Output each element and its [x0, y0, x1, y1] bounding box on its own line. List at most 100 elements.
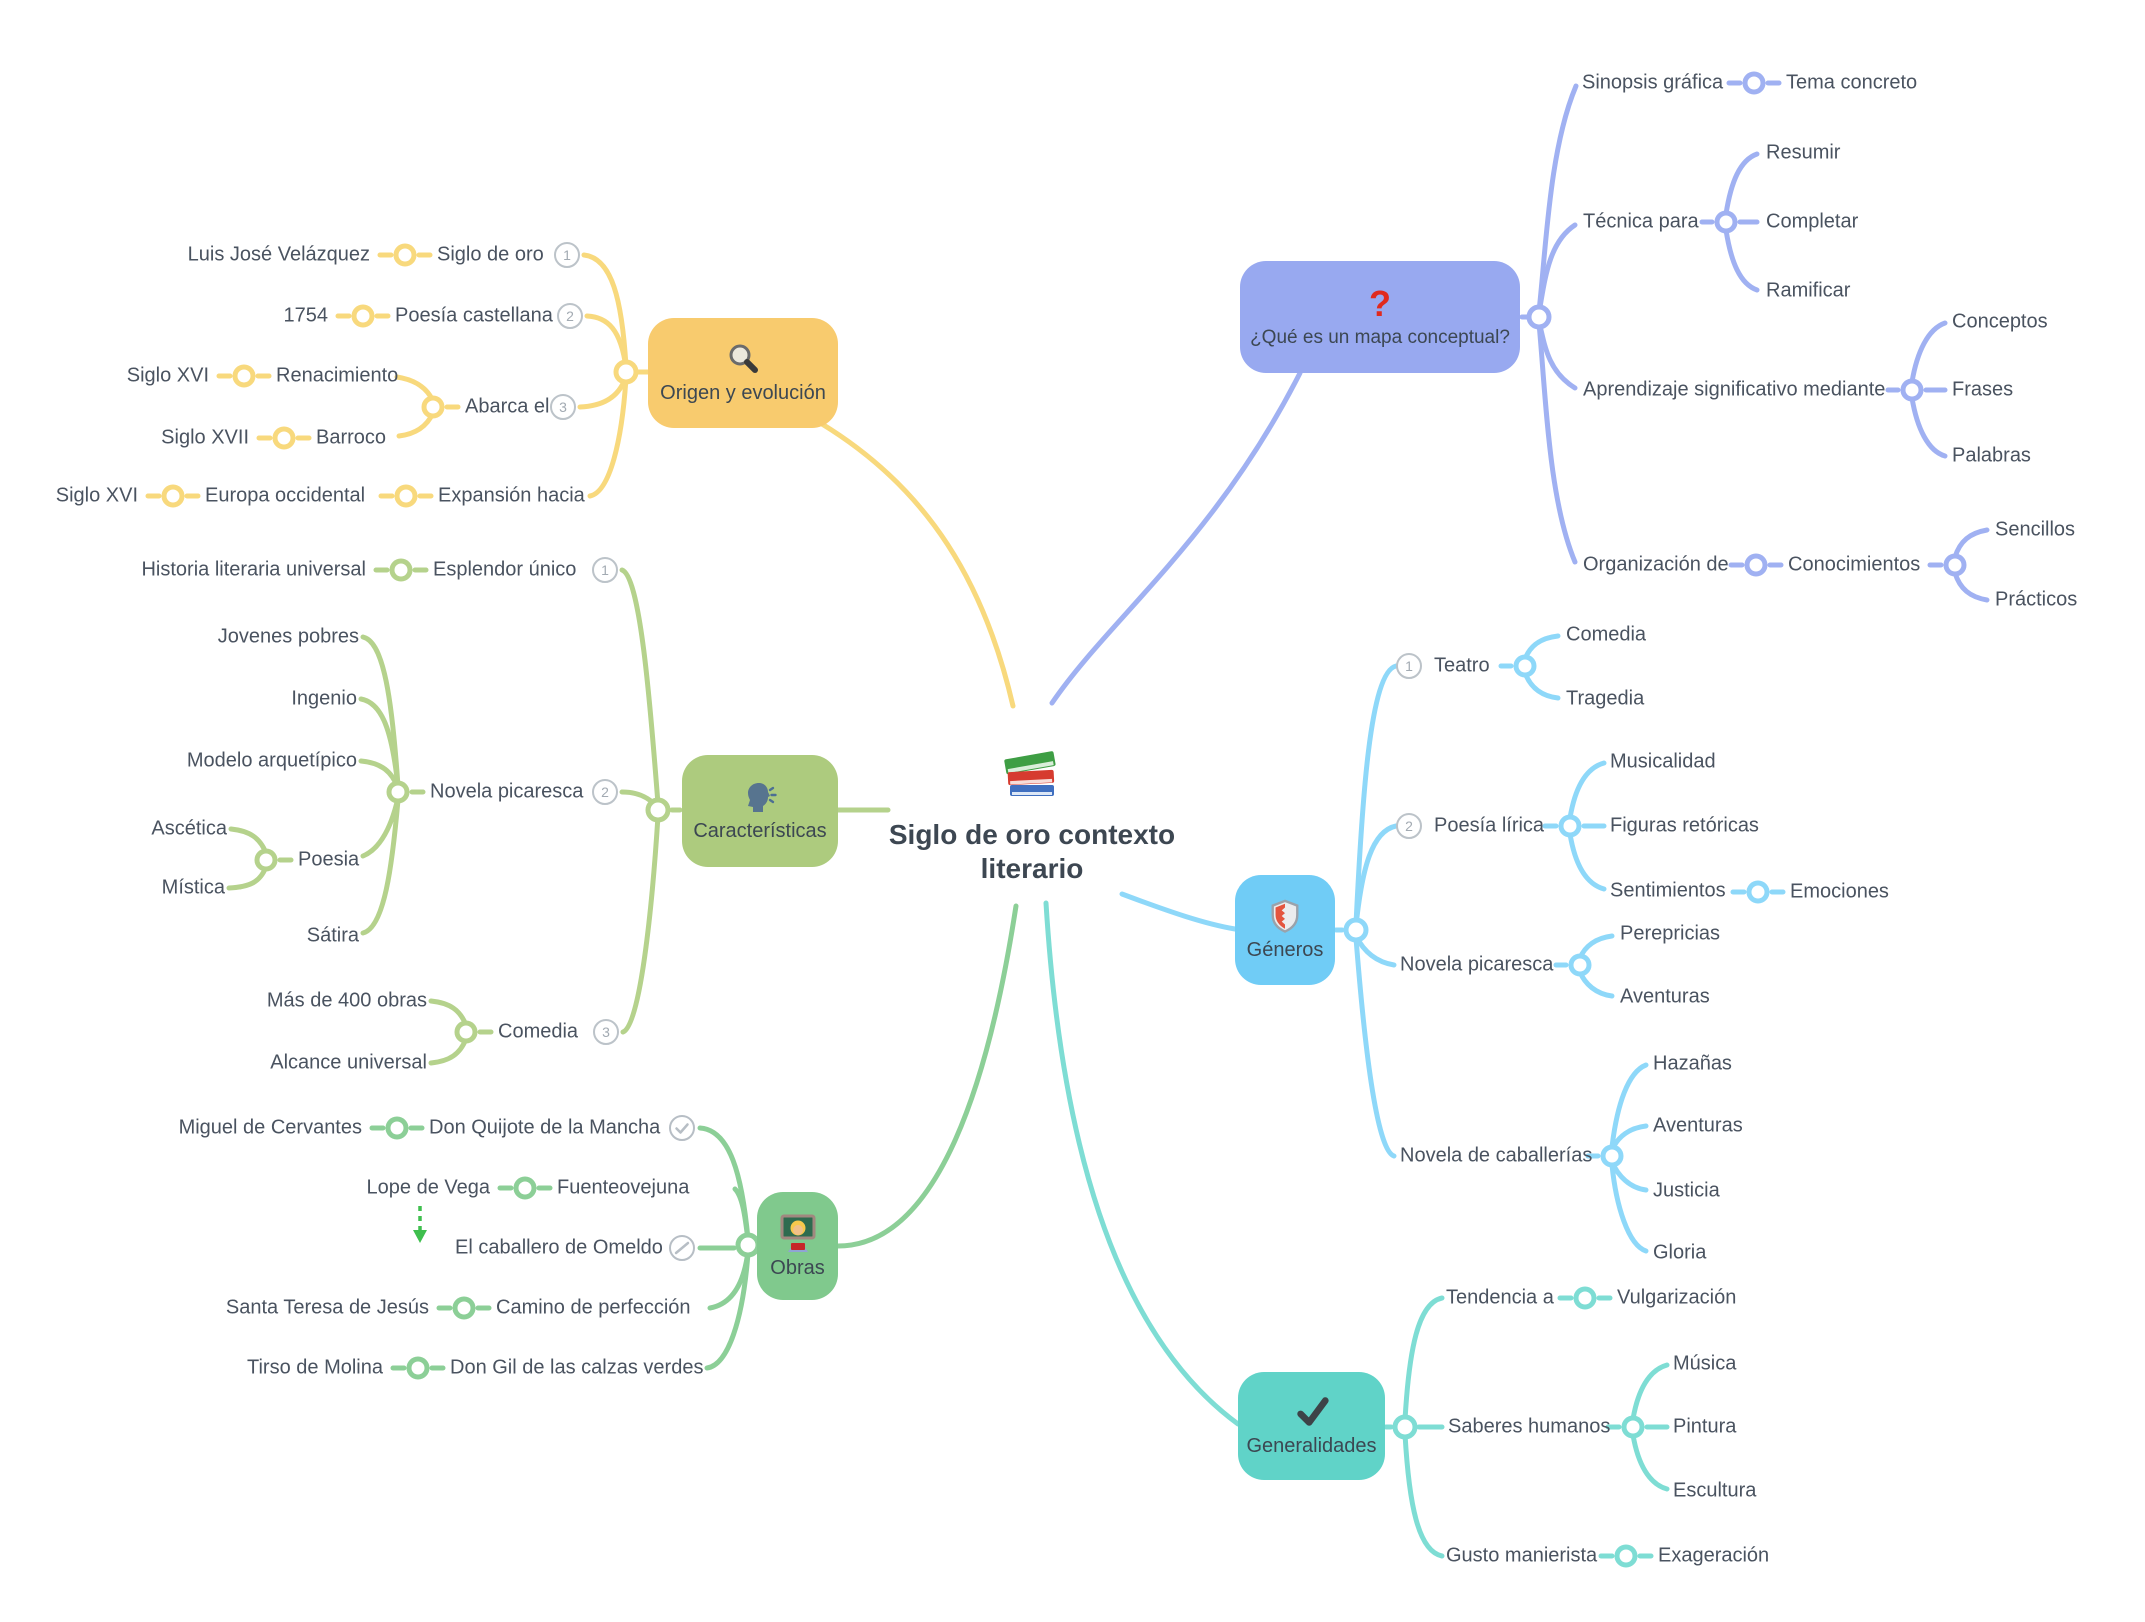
topic-sinopsis-grafica[interactable]: Sinopsis gráfica	[1582, 71, 1724, 94]
priority-badge-1: 1	[554, 242, 580, 268]
topic-figuras-retoricas[interactable]: Figuras retóricas	[1610, 814, 1759, 837]
priority-badge-2: 2	[592, 779, 618, 805]
topic-novela-picaresca-genero[interactable]: Novela picaresca	[1400, 953, 1554, 976]
magnifier-icon	[725, 341, 761, 377]
question-mark-icon: ?	[1369, 282, 1391, 324]
obras-branch-lines	[369, 903, 1019, 1380]
topic-teatro-comedia[interactable]: Comedia	[1566, 623, 1647, 646]
topic-aventuras-caballerias[interactable]: Aventuras	[1653, 1114, 1743, 1137]
topic-tecnica-para[interactable]: Técnica para	[1583, 210, 1699, 233]
topic-mistica[interactable]: Mística	[161, 876, 225, 899]
topic-miguel-de-cervantes[interactable]: Miguel de Cervantes	[178, 1116, 362, 1139]
topic-conocimientos[interactable]: Conocimientos	[1788, 553, 1921, 576]
topic-el-caballero-de-omeldo[interactable]: El caballero de Omeldo	[455, 1236, 663, 1259]
central-topic[interactable]: Siglo de oro contexto literario	[888, 819, 1176, 884]
topic-poesia-lirica[interactable]: Poesía lírica	[1434, 814, 1545, 837]
topic-practicos[interactable]: Prácticos	[1995, 588, 2078, 611]
priority-badge-3: 3	[593, 1019, 619, 1045]
topic-siglo-xvii[interactable]: Siglo XVII	[161, 426, 249, 449]
topic-tirso-de-molina[interactable]: Tirso de Molina	[247, 1356, 383, 1379]
priority-badge-1: 1	[1396, 653, 1422, 679]
topic-vulgarizacion[interactable]: Vulgarización	[1617, 1286, 1737, 1309]
topic-resumir[interactable]: Resumir	[1766, 141, 1841, 164]
topic-ascetica[interactable]: Ascética	[151, 817, 227, 840]
topic-gloria[interactable]: Gloria	[1653, 1241, 1707, 1264]
origen-branch-lines	[145, 243, 1016, 709]
node-mapa-conceptual[interactable]: ? ¿Qué es un mapa conceptual?	[1240, 261, 1520, 373]
topic-justicia[interactable]: Justicia	[1653, 1179, 1720, 1202]
topic-alcance-universal[interactable]: Alcance universal	[270, 1051, 427, 1074]
node-origen[interactable]: Origen y evolución	[648, 318, 838, 428]
topic-musicalidad[interactable]: Musicalidad	[1610, 750, 1716, 773]
topic-don-quijote[interactable]: Don Quijote de la Mancha	[429, 1116, 661, 1139]
topic-aventuras-picaresca[interactable]: Aventuras	[1620, 985, 1710, 1008]
topic-pintura[interactable]: Pintura	[1673, 1415, 1737, 1438]
topic-saberes-humanos[interactable]: Saberes humanos	[1448, 1415, 1611, 1438]
node-origen-label: Origen y evolución	[660, 382, 826, 404]
task-done-icon	[668, 1114, 696, 1142]
topic-don-gil[interactable]: Don Gil de las calzas verdes	[450, 1356, 704, 1379]
topic-tendencia-a[interactable]: Tendencia a	[1446, 1286, 1554, 1309]
topic-santa-teresa[interactable]: Santa Teresa de Jesús	[225, 1296, 429, 1319]
topic-comedia[interactable]: Comedia	[498, 1020, 579, 1043]
topic-gusto-manierista[interactable]: Gusto manierista	[1446, 1544, 1598, 1567]
node-generalidades-label: Generalidades	[1246, 1435, 1377, 1457]
topic-barroco[interactable]: Barroco	[316, 426, 387, 449]
node-mapa-conceptual-label: ¿Qué es un mapa conceptual?	[1250, 326, 1510, 348]
topic-musica[interactable]: Música	[1673, 1352, 1737, 1375]
topic-palabras[interactable]: Palabras	[1952, 444, 2031, 467]
task-cancelled-icon	[668, 1234, 696, 1262]
topic-modelo-arquetipico[interactable]: Modelo arquetípico	[186, 749, 357, 772]
shield-icon	[1268, 898, 1302, 934]
topic-jovenes-pobres[interactable]: Jovenes pobres	[217, 625, 359, 648]
node-obras-label: Obras	[770, 1257, 825, 1279]
topic-organizacion-de[interactable]: Organización de	[1583, 553, 1729, 576]
topic-sencillos[interactable]: Sencillos	[1995, 518, 2076, 541]
topic-europa-occidental[interactable]: Europa occidental	[205, 484, 366, 507]
topic-teatro[interactable]: Teatro	[1434, 654, 1490, 677]
topic-emociones[interactable]: Emociones	[1790, 880, 1889, 903]
topic-poesia-castellana[interactable]: Poesía castellana	[395, 304, 553, 327]
topic-siglo-de-oro[interactable]: Siglo de oro	[437, 243, 544, 266]
topic-siglo-xvi-expansion[interactable]: Siglo XVI	[55, 484, 138, 507]
topic-esplendor-unico[interactable]: Esplendor único	[433, 558, 577, 581]
topic-frases[interactable]: Frases	[1952, 378, 2014, 401]
node-generos-label: Géneros	[1246, 939, 1324, 961]
topic-expansion-hacia[interactable]: Expansión hacia	[438, 484, 585, 507]
topic-1754[interactable]: 1754	[283, 304, 329, 327]
node-caracteristicas[interactable]: Características	[682, 755, 838, 867]
topic-novela-de-caballerias[interactable]: Novela de caballerías	[1400, 1144, 1593, 1167]
topic-sentimientos[interactable]: Sentimientos	[1610, 879, 1726, 902]
speaking-head-icon	[742, 779, 778, 815]
node-generalidades[interactable]: Generalidades	[1238, 1372, 1385, 1480]
topic-renacimiento[interactable]: Renacimiento	[276, 364, 399, 387]
topic-historia-literaria[interactable]: Historia literaria universal	[141, 558, 366, 581]
topic-siglo-xvi-renacimiento[interactable]: Siglo XVI	[126, 364, 209, 387]
topic-aprendizaje-significativo[interactable]: Aprendizaje significativo mediante	[1583, 378, 1886, 401]
node-obras[interactable]: Obras	[757, 1192, 838, 1300]
topic-lope-de-vega[interactable]: Lope de Vega	[366, 1176, 490, 1199]
topic-exageracion[interactable]: Exageración	[1658, 1544, 1770, 1567]
topic-novela-picaresca[interactable]: Novela picaresca	[430, 780, 584, 803]
topic-perepricias[interactable]: Perepricias	[1620, 922, 1721, 945]
node-caracteristicas-label: Características	[693, 820, 827, 842]
topic-hazanas[interactable]: Hazañas	[1653, 1052, 1732, 1075]
checkmark-icon	[1293, 1394, 1331, 1430]
topic-ramificar[interactable]: Ramificar	[1766, 279, 1851, 302]
topic-fuenteovejuna[interactable]: Fuenteovejuna	[557, 1176, 690, 1199]
node-generos[interactable]: Géneros	[1235, 875, 1335, 985]
topic-poesia[interactable]: Poesia	[298, 848, 360, 871]
topic-tema-concreto[interactable]: Tema concreto	[1786, 71, 1918, 94]
topic-luis-jose-velazquez[interactable]: Luis José Velázquez	[187, 243, 370, 266]
topic-mas-de-400-obras[interactable]: Más de 400 obras	[266, 989, 427, 1012]
topic-abarca-el[interactable]: Abarca el	[465, 395, 550, 418]
topic-ingenio[interactable]: Ingenio	[291, 687, 357, 710]
topic-satira[interactable]: Sátira	[306, 924, 359, 947]
topic-completar[interactable]: Completar	[1766, 210, 1859, 233]
generalidades-branch-lines	[1043, 900, 1670, 1568]
topic-camino-de-perfeccion[interactable]: Camino de perfección	[496, 1296, 691, 1319]
topic-tragedia[interactable]: Tragedia	[1566, 687, 1645, 710]
topic-conceptos[interactable]: Conceptos	[1952, 310, 2048, 333]
topic-escultura[interactable]: Escultura	[1673, 1479, 1757, 1502]
